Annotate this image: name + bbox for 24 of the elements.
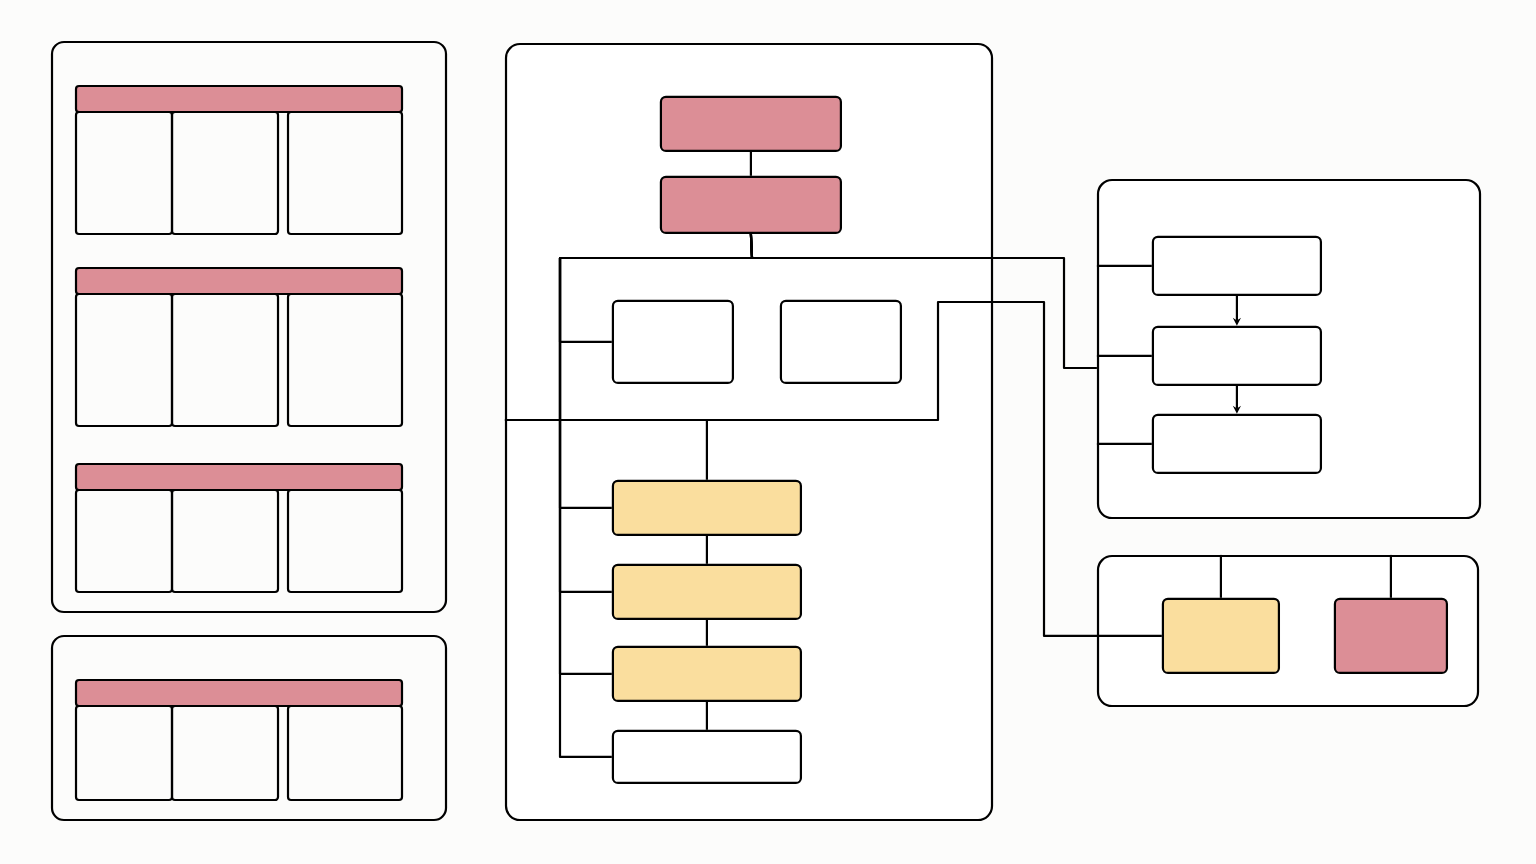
process-box	[611, 563, 802, 620]
connector-line	[504, 300, 1162, 637]
process-box	[611, 645, 802, 702]
process-box	[1151, 235, 1322, 296]
connector-line	[1096, 354, 1152, 357]
process-box	[611, 479, 802, 536]
process-box	[1151, 413, 1322, 474]
process-box	[659, 175, 842, 234]
connector-line	[749, 233, 1097, 370]
connector-line	[705, 620, 708, 646]
connector-line	[1219, 554, 1222, 598]
connector-line	[705, 702, 708, 730]
connector-line	[1096, 442, 1152, 445]
connector-line	[705, 536, 708, 564]
connector-line	[1096, 264, 1152, 267]
process-box	[1333, 597, 1448, 674]
process-box	[659, 95, 842, 152]
process-box	[611, 299, 734, 384]
process-box	[1151, 325, 1322, 386]
process-box	[1161, 597, 1280, 674]
process-box	[779, 299, 902, 384]
connector-line	[749, 152, 752, 176]
process-box	[611, 729, 802, 784]
connector-line	[1389, 554, 1392, 598]
